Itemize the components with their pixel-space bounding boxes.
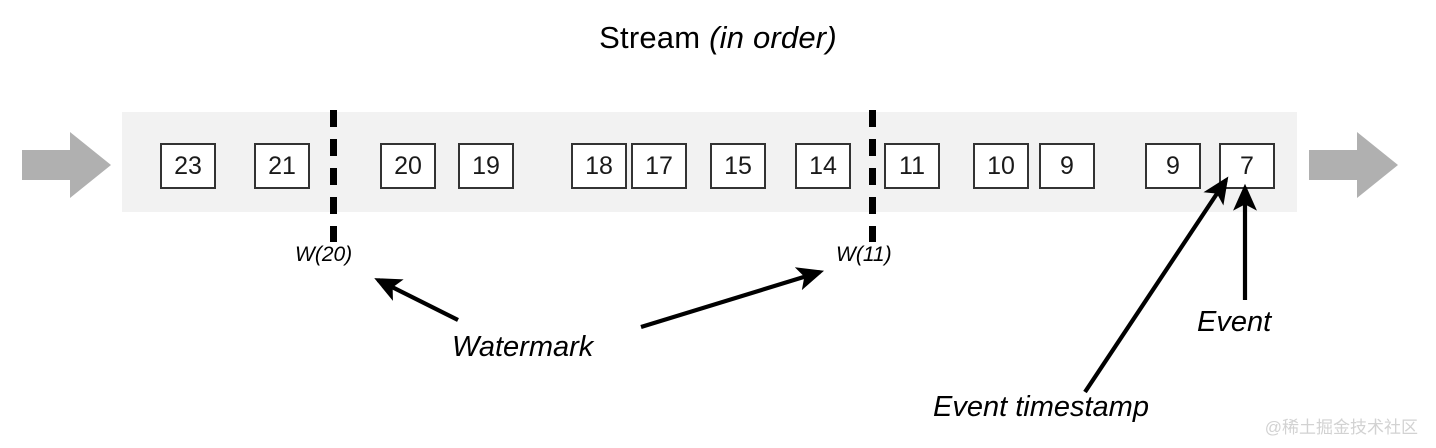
event-box: 20 [380,143,436,189]
watermark-line [330,110,337,242]
event-timestamp-value: 20 [394,151,422,180]
event-box: 11 [884,143,940,189]
event-box: 15 [710,143,766,189]
stream-inflow-arrow [22,131,112,199]
watermark-annotation-label: Watermark [452,331,594,363]
site-watermark: @稀土掘金技术社区 [1264,418,1418,437]
watermark-label: W(20) [295,243,353,266]
event-timestamp-value: 7 [1240,151,1254,180]
event-box: 23 [160,143,216,189]
event-timestamp-value: 17 [645,151,673,180]
event-timestamp-value: 14 [809,151,837,180]
title-emphasis: (in order) [709,20,837,55]
event-box: 7 [1219,143,1275,189]
event-timestamp-value: 11 [899,151,925,180]
event-timestamp-value: 9 [1060,151,1074,180]
event-box: 10 [973,143,1029,189]
title-main: Stream [599,20,701,55]
stream-outflow-arrow [1309,131,1399,199]
event-timestamp-value: 18 [585,151,613,180]
event-timestamp-value: 23 [174,151,202,180]
event-box: 17 [631,143,687,189]
event-timestamp-value: 19 [472,151,500,180]
event-box: 19 [458,143,514,189]
event-timestamp-value: 10 [987,151,1015,180]
event-timestamp-value: 21 [268,151,296,180]
event-box: 9 [1145,143,1201,189]
event-timestamp-annotation-label: Event timestamp [933,391,1149,423]
event-timestamp-value: 15 [724,151,752,180]
watermark-label: W(11) [836,243,892,266]
watermark-line [869,110,876,242]
event-box: 9 [1039,143,1095,189]
event-annotation-label: Event [1197,306,1272,338]
arrow-watermark-to-w11 [640,267,825,330]
event-box: 14 [795,143,851,189]
event-timestamp-value: 9 [1166,151,1180,180]
event-box: 18 [571,143,627,189]
event-box: 21 [254,143,310,189]
page-title: Stream (in order) [0,20,1436,56]
arrow-watermark-to-w20 [374,278,459,322]
